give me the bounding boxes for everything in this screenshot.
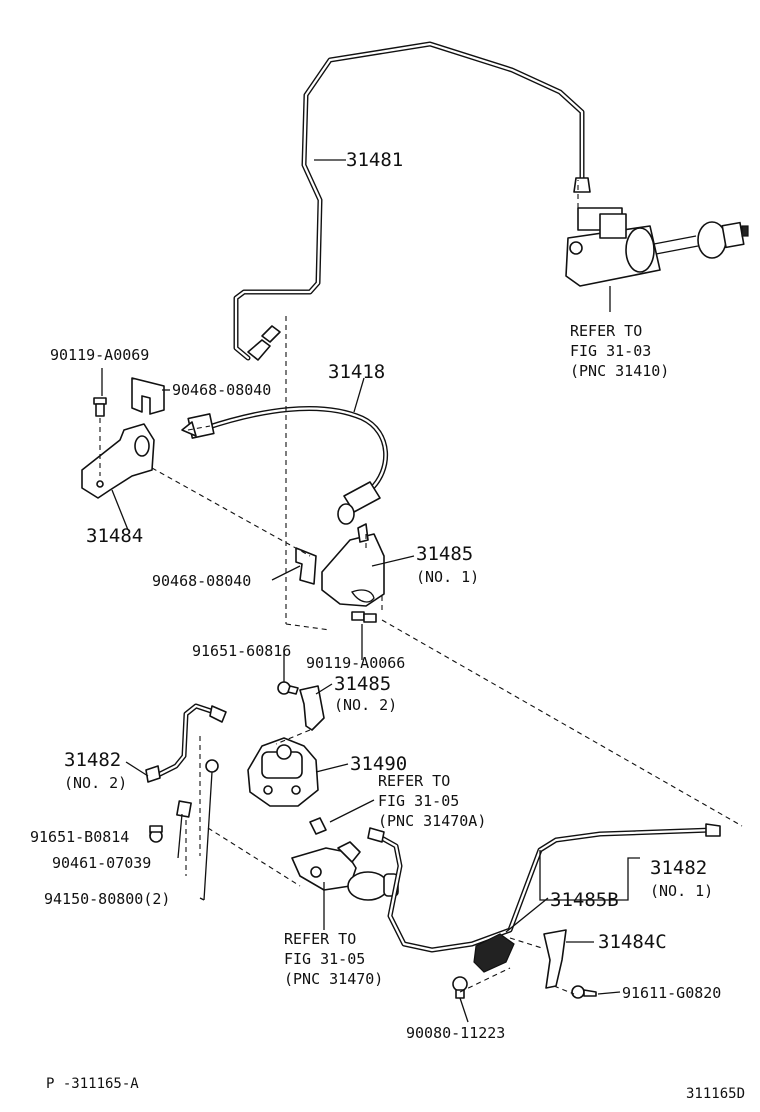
clutch-pipe-31482-no2[interactable] (145, 703, 227, 783)
label-31418: 31418 (328, 361, 385, 383)
bolt-91651-60816[interactable] (277, 681, 299, 695)
refer-fig-31-03-line3: (PNC 31410) (570, 362, 669, 380)
clamp-94150-80800[interactable] (203, 759, 219, 901)
bracket-31485-no2[interactable] (299, 685, 325, 731)
refer-fig-31-03-line1: REFER TO (570, 322, 642, 340)
footer-code-right: 311165D (686, 1086, 745, 1102)
bolt-90119-A0069[interactable] (93, 397, 107, 417)
refer-fig-31-05-line1: REFER TO (284, 930, 356, 948)
bracket-31484[interactable] (81, 423, 155, 499)
label-90119-A0069: 90119-A0069 (50, 346, 149, 364)
leader-lines (101, 159, 640, 1023)
bolt-90080-11223[interactable] (452, 976, 468, 999)
refer-fig-31-05a-line1: REFER TO (378, 772, 450, 790)
label-31484: 31484 (86, 525, 143, 547)
label-94150-80800: 94150-80800(2) (44, 890, 170, 908)
label-31481: 31481 (346, 149, 403, 171)
label-31482-no2: 31482 (64, 749, 121, 771)
label-31485-no1-sub: (NO. 1) (416, 568, 479, 586)
clip-31485B[interactable] (473, 933, 515, 973)
clutch-pipe-31481[interactable] (233, 41, 591, 361)
refer-fig-31-03-line2: FIG 31-03 (570, 342, 651, 360)
bracket-31484C[interactable] (543, 929, 567, 989)
refer-fig-31-05-line2: FIG 31-05 (284, 950, 365, 968)
release-cylinder-icon (291, 841, 399, 901)
pipe-bracket-31490[interactable] (247, 737, 319, 807)
label-90080-11223: 90080-11223 (406, 1024, 505, 1042)
clip-90461-07039[interactable] (176, 800, 192, 818)
label-90468-08040-lower: 90468-08040 (152, 572, 251, 590)
label-91651-B0814: 91651-B0814 (30, 828, 129, 846)
clutch-pipe-31482-no1[interactable] (367, 823, 721, 953)
label-90461-07039: 90461-07039 (52, 854, 151, 872)
bolt-91611-G0820[interactable] (571, 985, 597, 999)
label-90119-A0066: 90119-A0066 (306, 654, 405, 672)
label-90468-08040-upper: 90468-08040 (172, 381, 271, 399)
footer-code-left: P -311165-A (46, 1076, 139, 1092)
label-31482-no1: 31482 (650, 857, 707, 879)
refer-fig-31-05a-line2: FIG 31-05 (378, 792, 459, 810)
refer-fig-31-05a-line3: (PNC 31470A) (378, 812, 486, 830)
label-31482-no2-sub: (NO. 2) (64, 774, 127, 792)
label-31482-no1-sub: (NO. 1) (650, 882, 713, 900)
label-31485B: 31485B (550, 889, 619, 911)
clip-90468-08040-lower[interactable] (295, 547, 317, 585)
label-31485-no2: 31485 (334, 673, 391, 695)
label-91611-G0820: 91611-G0820 (622, 984, 721, 1002)
label-31485-no2-sub: (NO. 2) (334, 696, 397, 714)
refer-fig-31-05-line3: (PNC 31470) (284, 970, 383, 988)
label-31484C: 31484C (598, 931, 667, 953)
bolt-90119-A0066[interactable] (351, 611, 377, 623)
label-91651-60816: 91651-60816 (192, 642, 291, 660)
flexible-hose-31418[interactable] (181, 406, 389, 525)
bleeder-fitting-icon (309, 817, 327, 835)
clip-90468-08040-upper[interactable] (131, 377, 165, 415)
label-31485-no1: 31485 (416, 543, 473, 565)
bolt-91651-B0814[interactable] (149, 825, 163, 843)
master-cylinder-icon (565, 207, 749, 312)
label-31490: 31490 (350, 753, 407, 775)
